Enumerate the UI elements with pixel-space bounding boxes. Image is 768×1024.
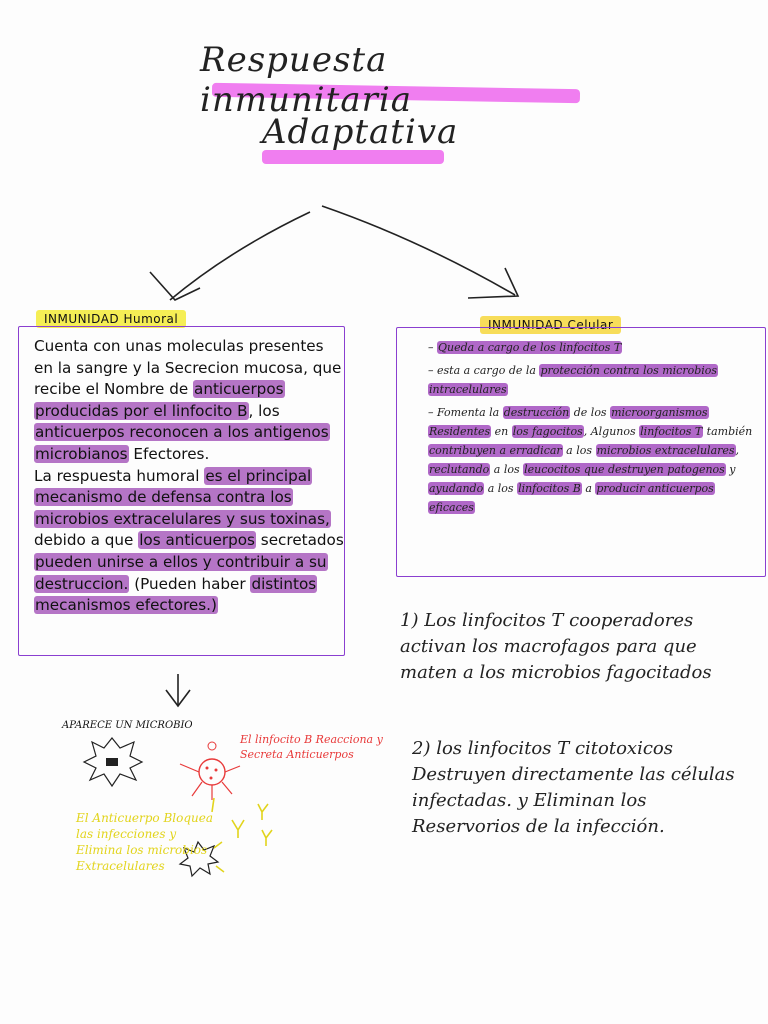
text-run: de los — [570, 406, 611, 419]
highlighted-text: linfocitos B — [517, 482, 582, 495]
celular-list: – Queda a cargo de los linfocitos T – est… — [428, 338, 763, 521]
celular-tag: INMUNIDAD Celular — [480, 316, 622, 334]
lymphocyte-b-icon — [198, 758, 226, 786]
text-run: a los — [484, 482, 518, 495]
highlighted-text: Queda a cargo de los linfocitos T — [437, 341, 623, 354]
text-run: a los — [562, 444, 596, 457]
blocked-microbe-icon — [178, 840, 220, 878]
antibody-icon — [231, 819, 245, 838]
text-run: , Algunos — [583, 425, 640, 438]
microbe-icon — [82, 737, 144, 788]
text-run: en — [491, 425, 512, 438]
humoral-paragraph-2: La respuesta humoral es el principal mec… — [34, 466, 344, 617]
highlighted-text: contribuyen a erradicar — [428, 444, 563, 457]
highlighted-text: microbios extracelulares — [595, 444, 736, 457]
yellow-note: El Anticuerpo Bloquea las infecciones y … — [76, 811, 214, 873]
text-run: , — [735, 444, 740, 457]
text-run: también — [703, 425, 753, 438]
highlighted-text: ayudando — [428, 482, 485, 495]
humoral-tag: INMUNIDAD Humoral — [36, 310, 187, 328]
text-run: – esta a cargo de la — [428, 364, 540, 377]
page-title-line1: Respuesta inmunitaria — [200, 40, 413, 120]
page-title-line2: Adaptativa — [262, 112, 459, 152]
humoral-box — [18, 326, 345, 656]
microbe-label: APARECE UN MICROBIO — [62, 720, 193, 731]
humoral-paragraph-1: Cuenta con unas moleculas presentes en l… — [34, 336, 344, 466]
celular-item: – Queda a cargo de los linfocitos T — [428, 338, 763, 357]
title-highlight-2 — [262, 150, 444, 164]
text-run: – Fomenta la — [428, 406, 503, 419]
humoral-text: Cuenta con unas moleculas presentes en l… — [34, 336, 344, 617]
highlighted-text: destrucción — [502, 406, 571, 419]
celular-box — [396, 327, 766, 577]
text-run: Cuenta con unas moleculas presentes en l… — [34, 337, 342, 399]
highlighted-text: los fagocitos — [511, 425, 584, 438]
red-note: El linfocito B Reacciona y Secreta Antic… — [240, 733, 383, 761]
text-run: a — [581, 482, 596, 495]
text-run: , los — [248, 401, 280, 420]
text-run: (Pueden haber — [129, 574, 251, 593]
highlighted-text: leucocitos que destruyen patogenos — [523, 463, 726, 476]
text-run: a los — [490, 463, 524, 476]
text-run: debido a que — [34, 531, 139, 550]
text-run: Efectores. — [128, 444, 210, 463]
celular-note-1: 1) Los linfocitos T cooperadores activan… — [400, 610, 712, 683]
highlighted-text: los anticuerpos — [138, 531, 256, 550]
highlighted-text: linfocitos T — [639, 425, 704, 438]
text-run: secretados — [255, 531, 344, 550]
celular-note-2: 2) los linfocitos T citotoxicos Destruye… — [412, 738, 735, 837]
text-run: La respuesta humoral — [34, 466, 205, 485]
celular-item: – Fomenta la destrucción de los microorg… — [428, 403, 763, 517]
highlighted-text: reclutando — [428, 463, 491, 476]
text-run: y — [725, 463, 736, 476]
text-run: – — [428, 341, 437, 354]
celular-item: – esta a cargo de la protección contra l… — [428, 361, 763, 399]
